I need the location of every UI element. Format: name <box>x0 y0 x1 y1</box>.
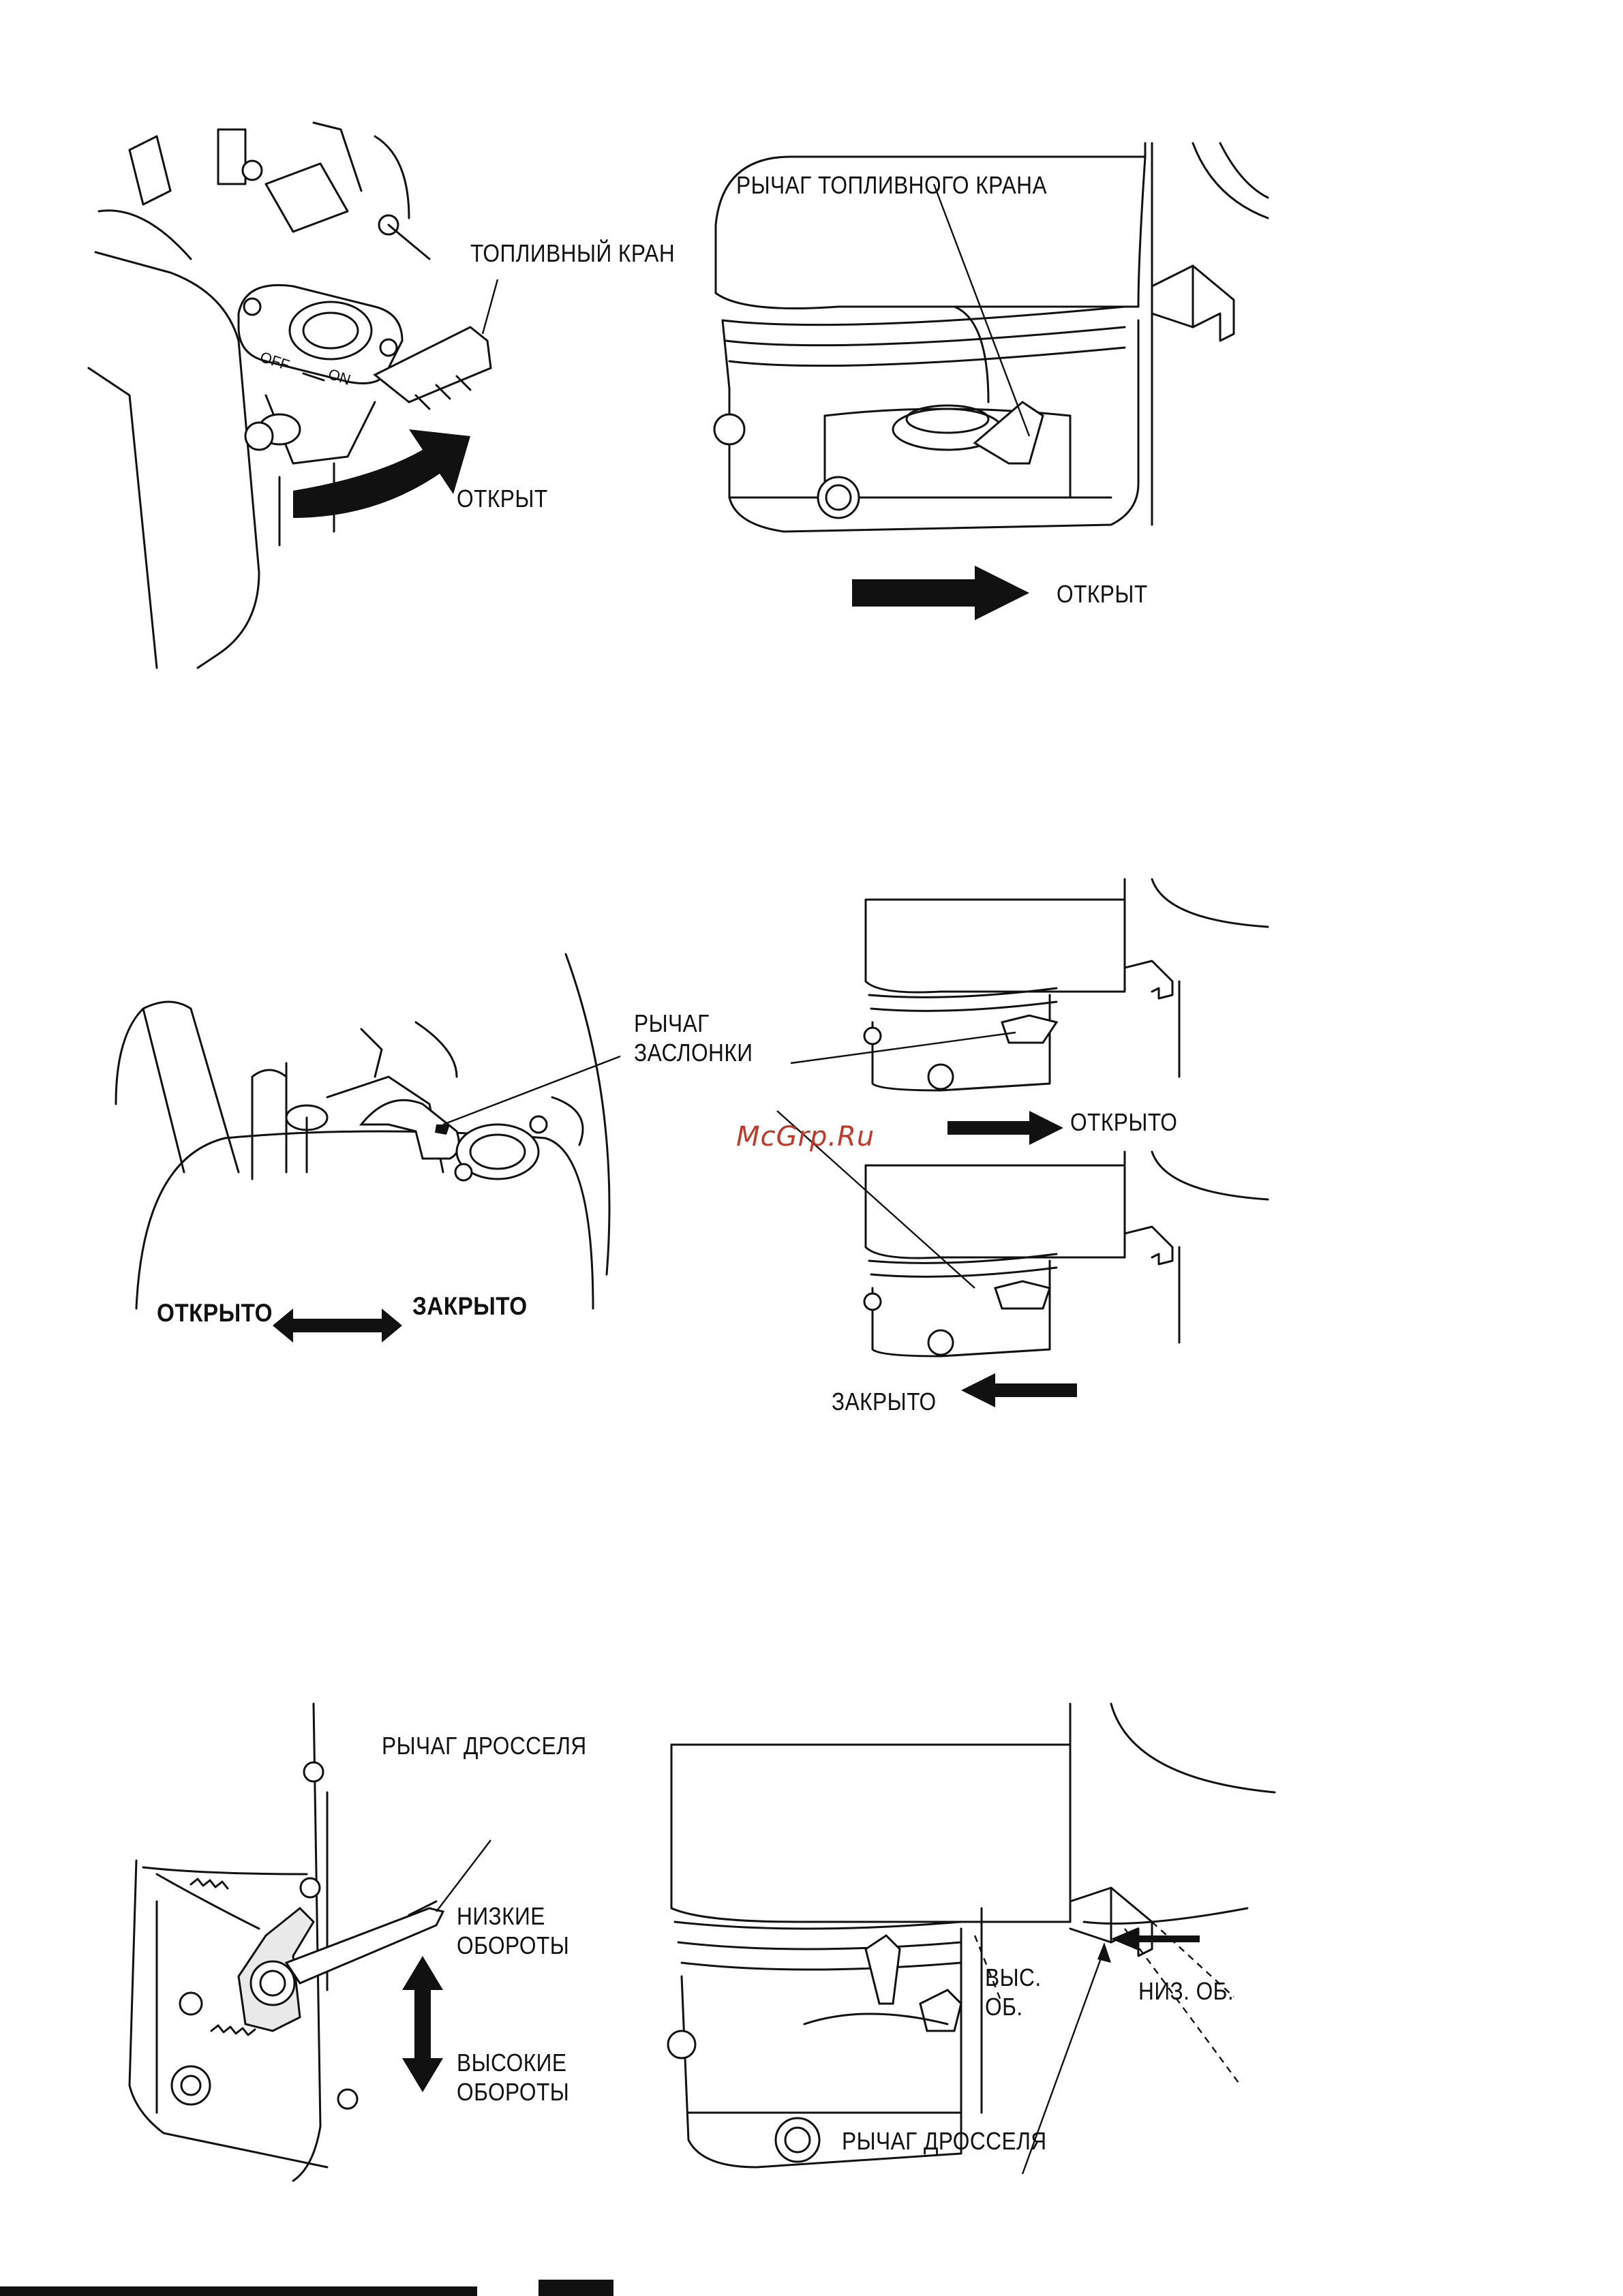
choke-lever-label: РЫЧАГ ЗАСЛОНКИ <box>634 1009 753 1067</box>
fuel-valve-lever-drawing <box>702 143 1275 634</box>
closed-label-choke: ЗАКРЫТО <box>412 1291 528 1321</box>
throttle-lever-label: РЫЧАГ ДРОССЕЛЯ <box>382 1731 587 1760</box>
open-label-choke-right: ОТКРЫТО <box>1070 1107 1177 1137</box>
throttle-lever-illustration: РЫЧАГ ДРОССЕЛЯ НИЗКИЕ ОБОРОТЫ ВЫСОКИЕ ОБ… <box>123 1704 613 2201</box>
choke-position-drawing <box>770 879 1275 1438</box>
choke-position-illustration: ОТКРЫТО ЗАКРЫТО <box>770 879 1275 1438</box>
high-rpm-label: ВЫСОКИЕ ОБОРОТЫ <box>457 2048 569 2107</box>
open-label-choke: ОТКРЫТО <box>157 1298 273 1328</box>
throttle-position-illustration: ВЫС. ОБ. НИЗ. ОБ. РЫЧАГ ДРОССЕЛЯ <box>661 1704 1275 2194</box>
fuel-valve-illustration: OFF ON ТОПЛИВНЫЙ КРАН ОТКРЫТ <box>89 109 702 682</box>
throttle-lever-label-right: РЫЧАГ ДРОССЕЛЯ <box>842 2126 1047 2156</box>
open-label: ОТКРЫТ <box>457 484 548 513</box>
throttle-position-drawing <box>661 1704 1275 2194</box>
watermark: McGrp.Ru <box>736 1121 875 1152</box>
open-label-right: ОТКРЫТ <box>1057 579 1148 609</box>
svg-text:ON: ON <box>326 365 352 388</box>
page-bottom-edge <box>0 2280 1623 2296</box>
low-rpm-label: НИЗКИЕ ОБОРОТЫ <box>457 1901 569 1960</box>
fuel-valve-drawing: OFF ON <box>89 109 702 682</box>
svg-text:OFF: OFF <box>258 348 292 373</box>
fuel-valve-label: ТОПЛИВНЫЙ КРАН <box>470 239 675 268</box>
low-rpm-label-right: НИЗ. ОБ. <box>1138 1976 1234 2006</box>
fuel-valve-lever-label: РЫЧАГ ТОПЛИВНОГО КРАНА <box>736 170 1047 200</box>
closed-label-choke-right: ЗАКРЫТО <box>832 1387 937 1416</box>
fuel-valve-lever-illustration: РЫЧАГ ТОПЛИВНОГО КРАНА ОТКРЫТ <box>702 143 1275 634</box>
choke-lever-illustration: РЫЧАГ ЗАСЛОНКИ ОТКРЫТО ЗАКРЫТО <box>102 954 784 1363</box>
high-rpm-label-right: ВЫС. ОБ. <box>985 1963 1042 2021</box>
